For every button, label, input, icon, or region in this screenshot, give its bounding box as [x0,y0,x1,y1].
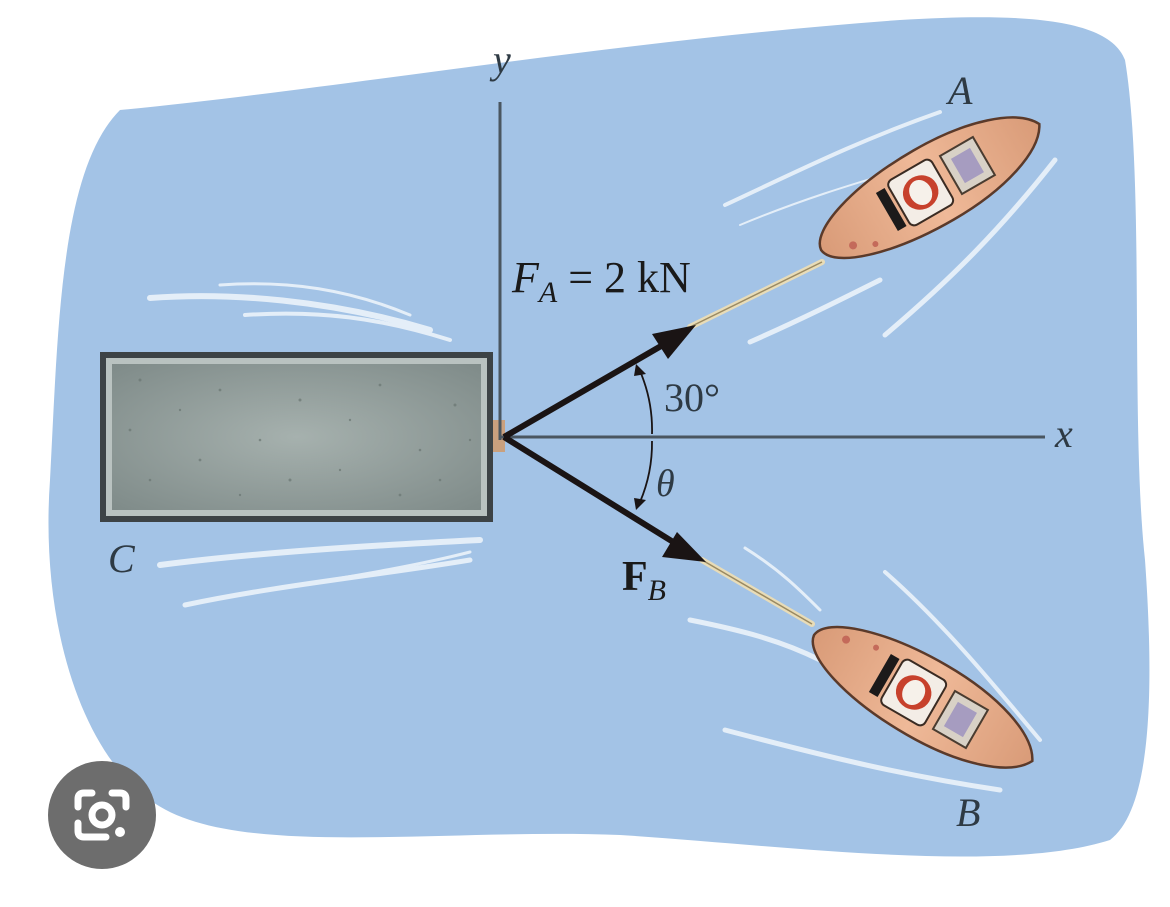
force-b-subscript: B [648,574,666,607]
boat-a [818,116,1041,260]
angle-arc-theta [639,440,653,503]
angle-30-label: 30° [664,375,720,420]
force-arrow-b [502,434,706,562]
barge-c-label: C [108,536,136,581]
wake-lines-boats [687,110,1058,793]
force-a-value: = 2 kN [557,253,691,302]
force-arrow-a [502,325,696,440]
y-axis-label: y [489,37,511,82]
angle-arc-theta-arrowhead [634,498,646,510]
x-axis-label: x [1054,411,1073,456]
force-b-symbol: F [622,554,648,600]
angle-arc-30-arrowhead [634,364,646,376]
force-a-symbol: F [511,253,540,302]
rope-b-shade [701,559,813,625]
boat-b-label: B [956,790,980,835]
visual-search-button[interactable] [48,761,156,869]
camera-lens-icon [74,789,130,841]
force-b-label: FB [622,554,666,607]
boat-b [811,625,1034,769]
angle-arc-30 [639,370,653,435]
barge-c [100,352,505,522]
force-a-label: FA = 2 kN [511,253,691,309]
wake-lines-barge [147,282,483,608]
angle-theta-label: θ [656,463,675,505]
rope-a-shade [689,261,823,328]
force-a-subscript: A [537,276,558,309]
boat-a-label: A [945,68,973,113]
